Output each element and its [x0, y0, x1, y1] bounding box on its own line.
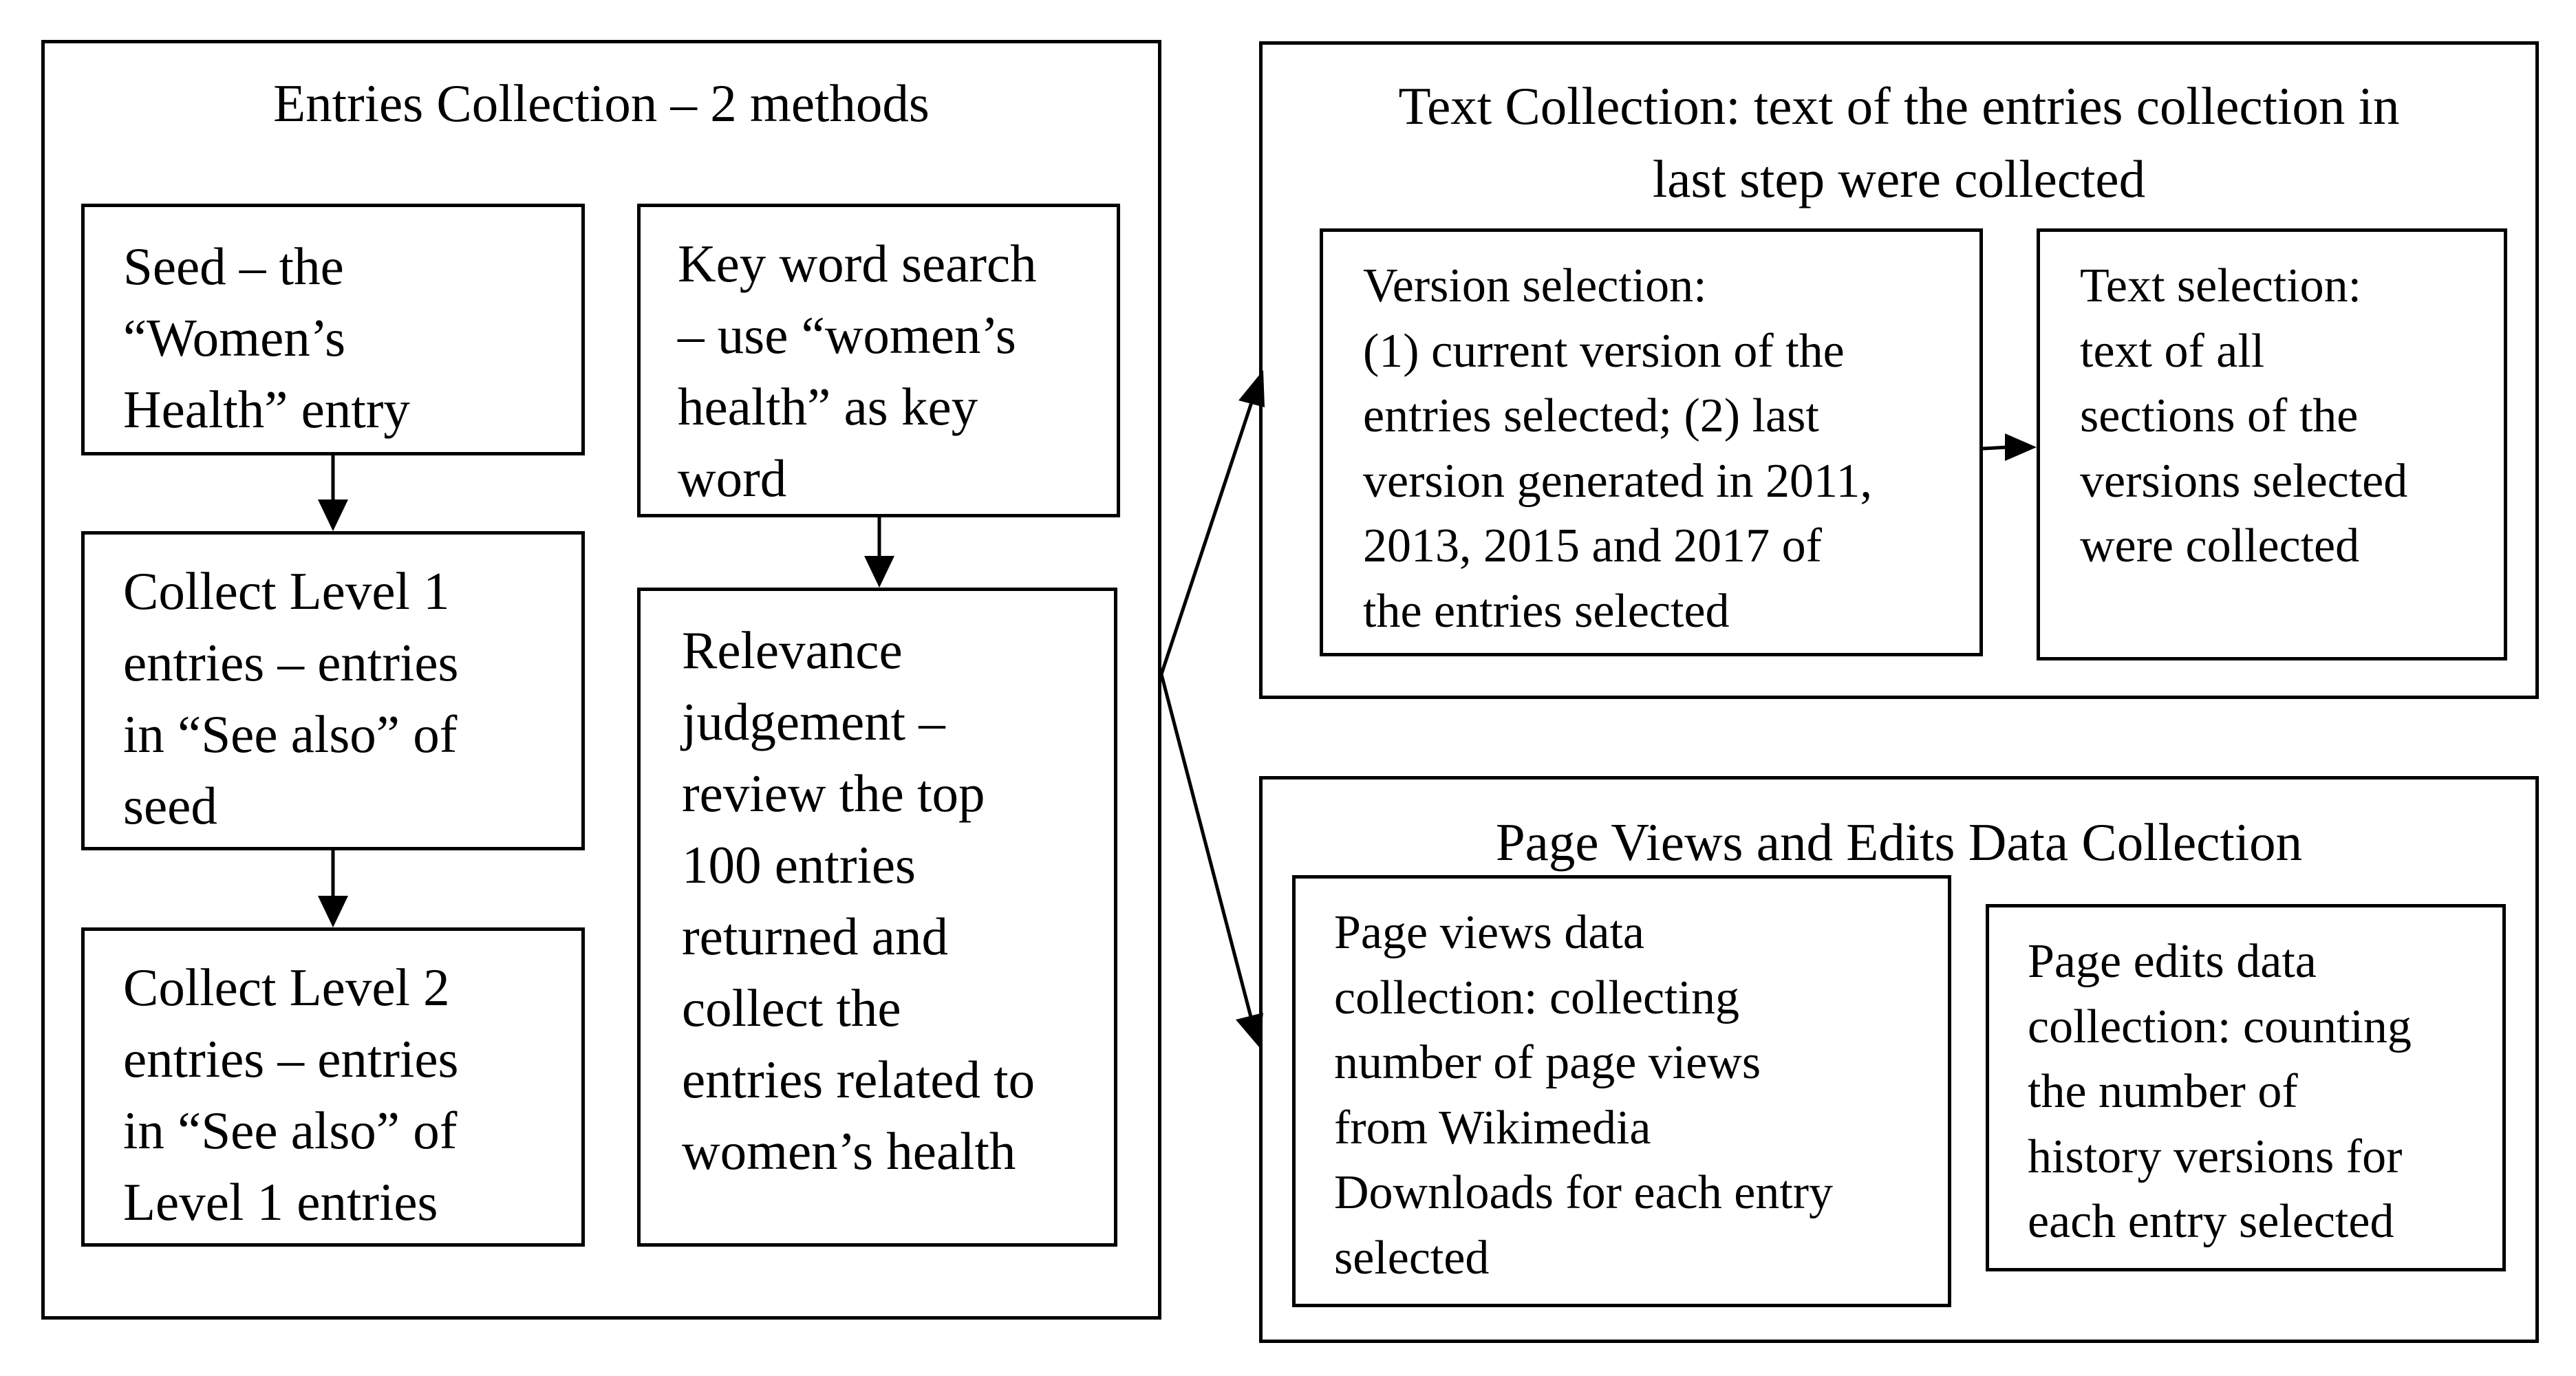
- text-collection-title-line1: Text Collection: text of the entries col…: [1398, 76, 2400, 136]
- keyword-search-text: Key word search – use “women’s health” a…: [678, 234, 1037, 508]
- level1-box: Collect Level 1 entries – entries in “Se…: [81, 531, 585, 850]
- text-selection-box: Text selection: text of all sections of …: [2037, 228, 2507, 660]
- page-edits-text: Page edits data collection: counting the…: [2028, 935, 2412, 1248]
- arrowhead-seed-to-level1: [318, 499, 348, 531]
- arrow-version-to-text-selection: [1982, 445, 2008, 451]
- level2-box: Collect Level 2 entries – entries in “Se…: [81, 927, 585, 1247]
- arrowhead-level1-to-level2: [318, 896, 348, 927]
- page-edits-box: Page edits data collection: counting the…: [1986, 904, 2506, 1271]
- entries-collection-title: Entries Collection – 2 methods: [273, 74, 930, 133]
- keyword-search-box: Key word search – use “women’s health” a…: [637, 204, 1120, 517]
- arrowhead-entries-to-text-collection: [1238, 370, 1265, 407]
- arrowhead-keyword-to-relevance: [864, 556, 894, 588]
- page-views-box: Page views data collection: collecting n…: [1292, 875, 1951, 1307]
- level1-text: Collect Level 1 entries – entries in “Se…: [123, 561, 459, 835]
- views-edits-title: Page Views and Edits Data Collection: [1495, 813, 2303, 872]
- level2-text: Collect Level 2 entries – entries in “Se…: [123, 958, 459, 1232]
- version-selection-box: Version selection: (1) current version o…: [1320, 228, 1983, 656]
- page-views-text: Page views data collection: collecting n…: [1334, 906, 1834, 1284]
- relevance-judgement-box: Relevance judgement – review the top 100…: [637, 588, 1117, 1247]
- arrowhead-version-to-text-selection: [2005, 433, 2037, 461]
- arrow-entries-to-views-edits: [1159, 674, 1253, 1018]
- text-collection-title-line2: last step were collected: [1652, 149, 2146, 208]
- seed-text: Seed – the “Women’s Health” entry: [123, 237, 410, 439]
- text-selection-text: Text selection: text of all sections of …: [2080, 259, 2408, 572]
- seed-box: Seed – the “Women’s Health” entry: [81, 204, 585, 455]
- arrowhead-entries-to-views-edits: [1236, 1013, 1263, 1047]
- version-selection-text: Version selection: (1) current version o…: [1363, 259, 1872, 638]
- relevance-judgement-text: Relevance judgement – review the top 100…: [682, 621, 1035, 1181]
- arrow-entries-to-text-collection: [1159, 400, 1254, 675]
